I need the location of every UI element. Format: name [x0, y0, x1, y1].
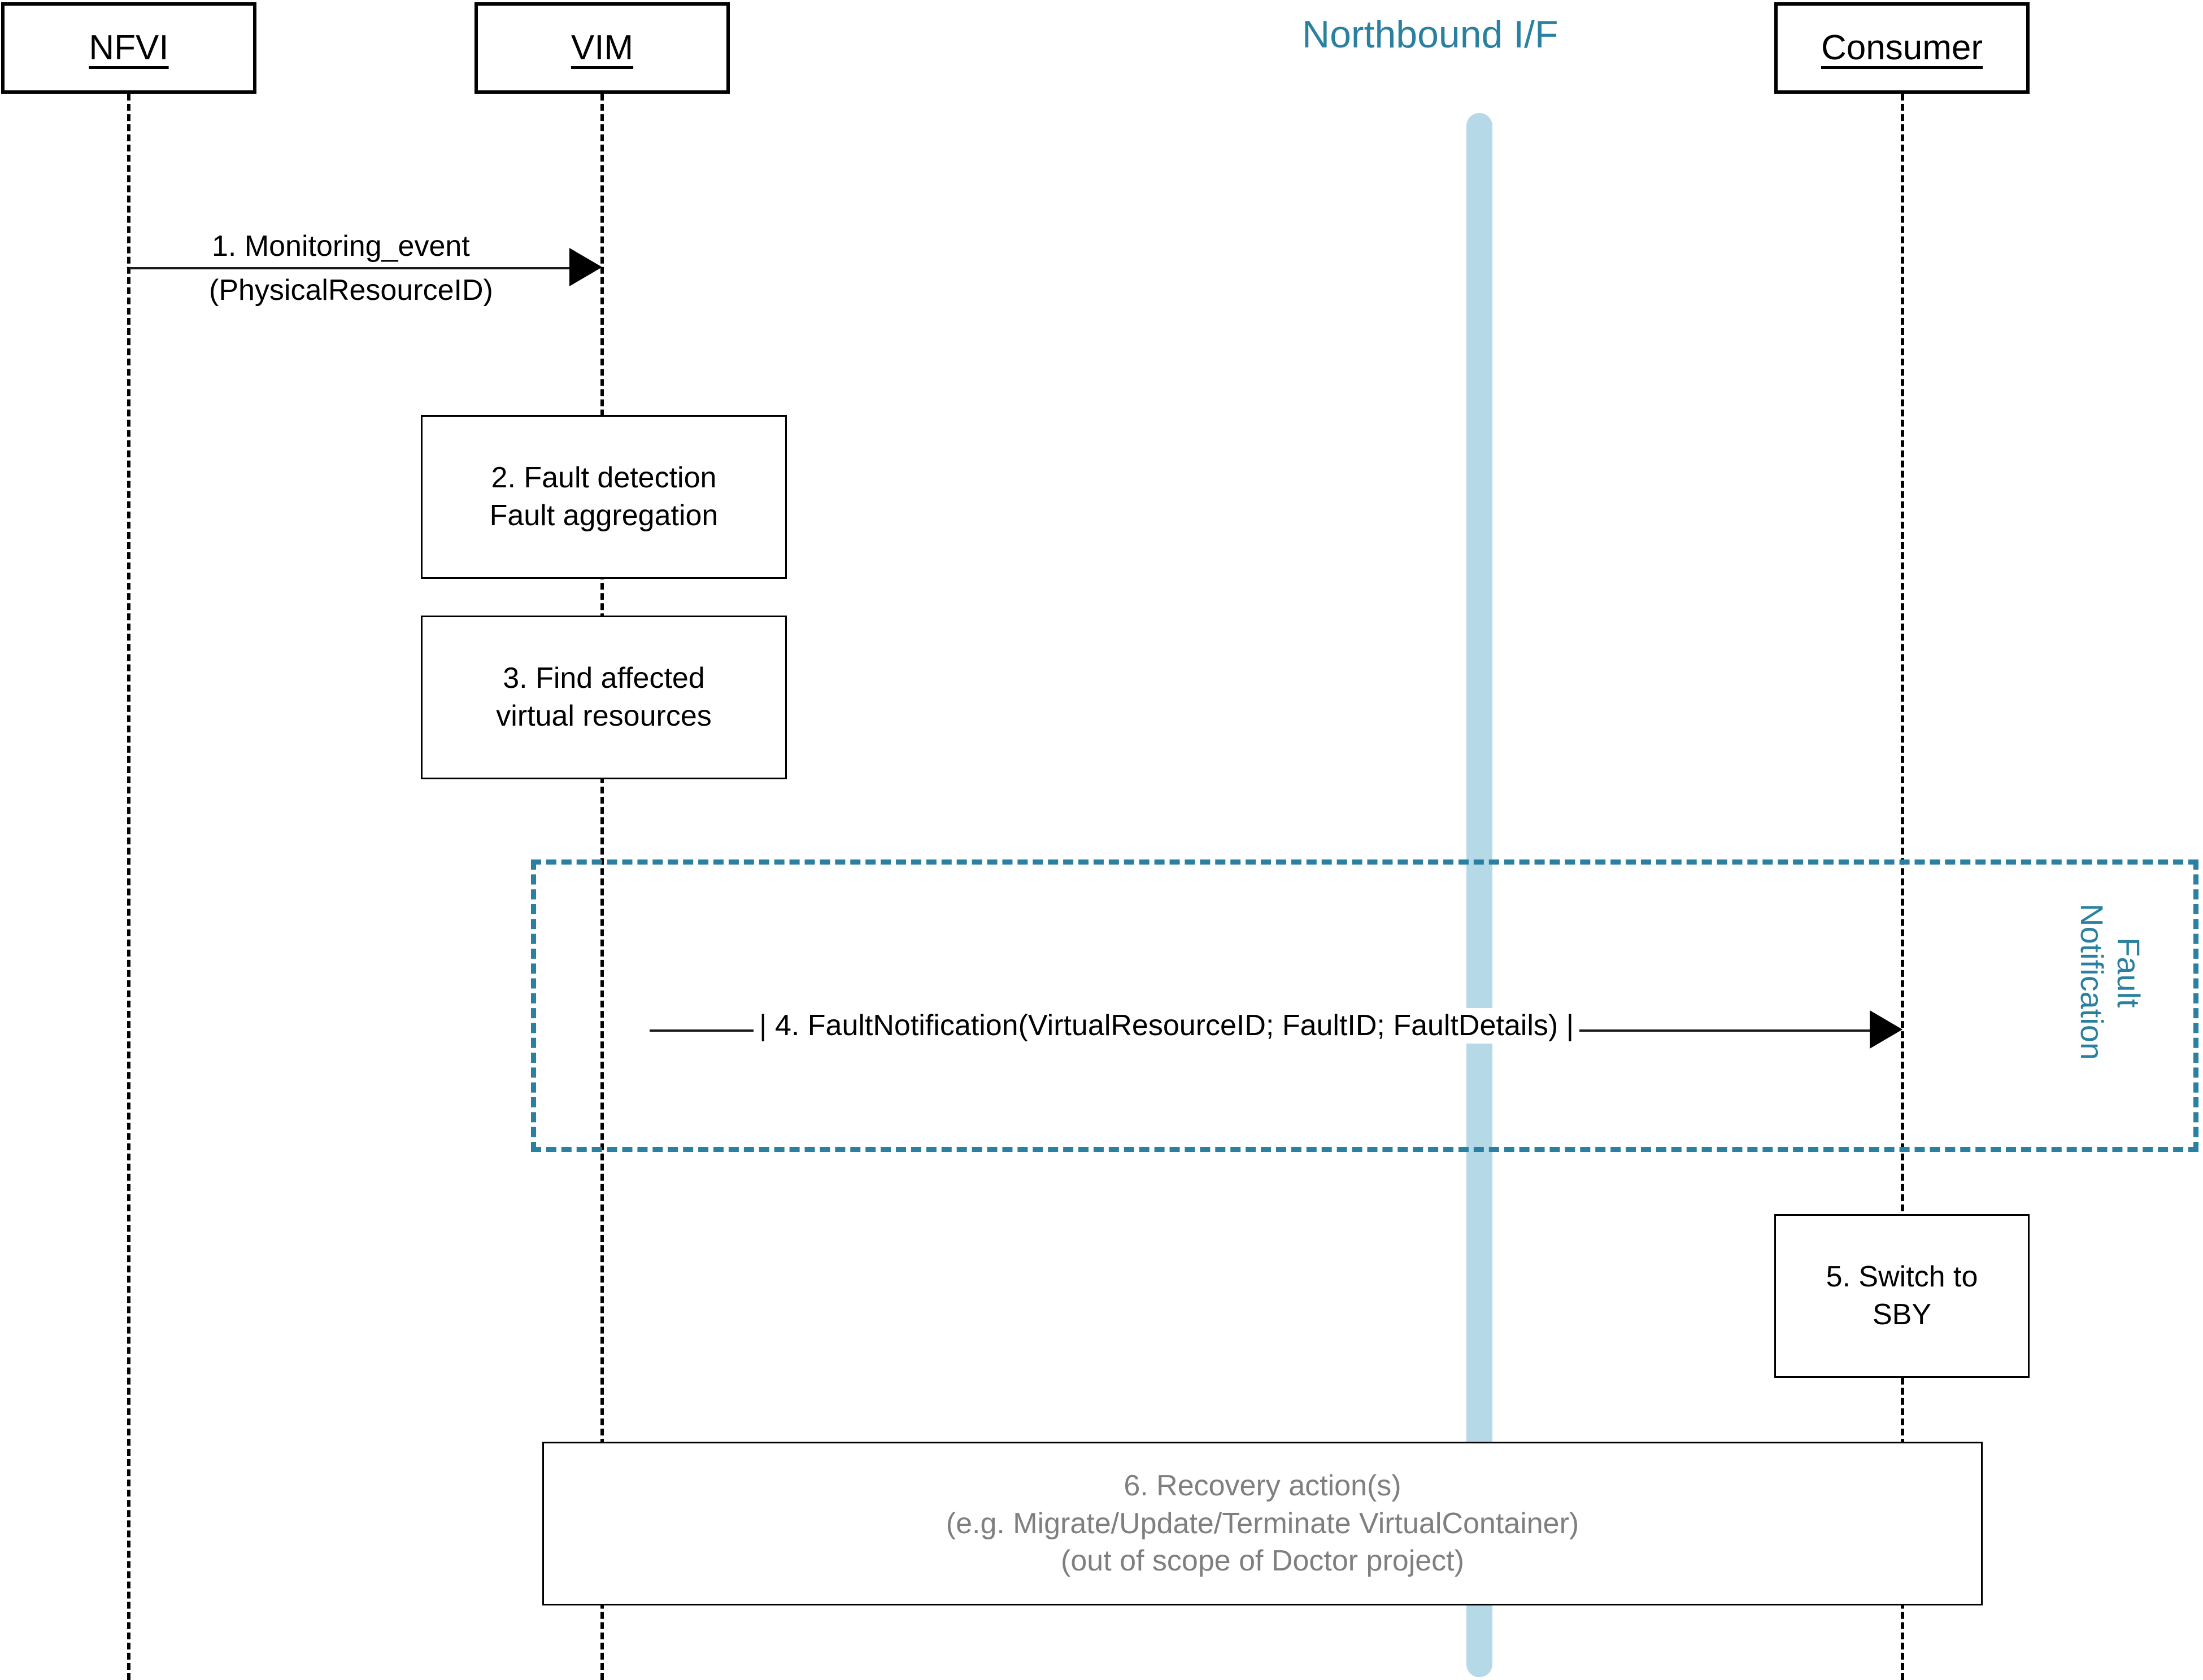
action-box-step6-line2: (e.g. Migrate/Update/Terminate VirtualCo… [946, 1507, 1579, 1540]
lifeline-nfvi [127, 94, 130, 1680]
action-box-step6-line3: (out of scope of Doctor project) [1061, 1544, 1464, 1578]
fault-notification-fragment-label-line1: Fault [2111, 937, 2147, 1008]
fault-notification-fragment-label-line2: Notification [2074, 904, 2110, 1061]
action-box-step5-line2: SBY [1872, 1298, 1932, 1331]
action-box-step3-line2: virtual resources [496, 700, 712, 732]
message-label-1-line2: (PhysicalResourceID) [203, 273, 499, 309]
action-box-step2-line1: 2. Fault detection [491, 461, 717, 495]
action-box-step5-line1: 5. Switch to [1826, 1260, 1978, 1294]
participant-label-vim: VIM [571, 28, 634, 67]
message-line-1 [129, 267, 598, 269]
participant-box-vim[interactable]: VIM [474, 2, 730, 94]
message-arrow-4 [1870, 1010, 1902, 1049]
action-box-step6[interactable]: 6. Recovery action(s) (e.g. Migrate/Upda… [542, 1442, 1983, 1605]
action-box-step3-line1: 3. Find affected [503, 662, 705, 695]
participant-box-nfvi[interactable]: NFVI [1, 2, 256, 94]
northbound-interface-bar [1466, 113, 1492, 1677]
action-box-step5[interactable]: 5. Switch to SBY [1774, 1214, 2030, 1378]
message-label-1-line1: 1. Monitoring_event [206, 229, 476, 265]
action-box-step3[interactable]: 3. Find affected virtual resources [421, 616, 787, 779]
message-arrow-1 [569, 248, 602, 286]
northbound-interface-title: Northbound I/F [1302, 13, 1558, 56]
participant-box-consumer[interactable]: Consumer [1774, 2, 2030, 94]
message-label-4: | 4. FaultNotification(VirtualResourceID… [754, 1008, 1580, 1044]
participant-label-consumer: Consumer [1821, 28, 1983, 67]
lifeline-consumer [1901, 94, 1904, 1680]
action-box-step2-line2: Fault aggregation [489, 499, 719, 532]
action-box-step6-line1: 6. Recovery action(s) [1124, 1469, 1401, 1503]
lifeline-vim [600, 94, 604, 1680]
participant-label-nfvi: NFVI [89, 28, 169, 67]
fault-notification-fragment[interactable] [531, 859, 2198, 1152]
action-box-step2[interactable]: 2. Fault detection Fault aggregation [421, 415, 787, 579]
